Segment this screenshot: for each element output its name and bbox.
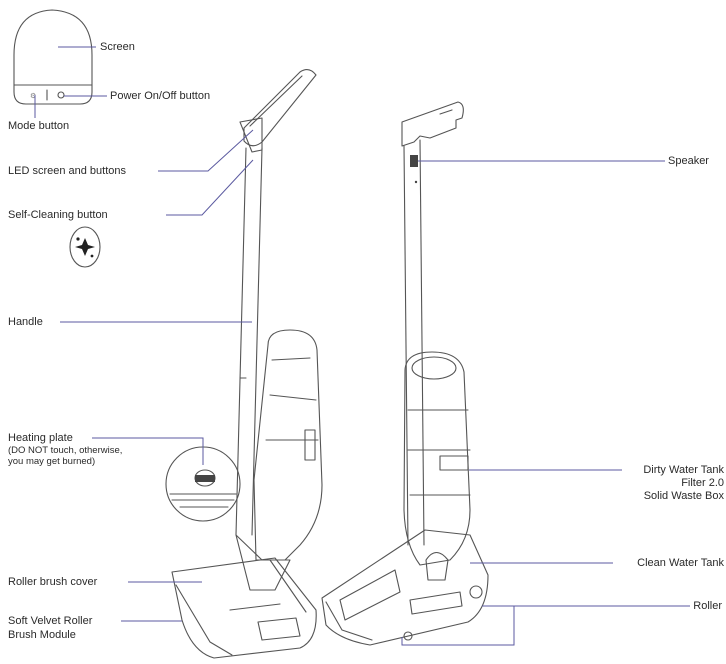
label-clean-water-tank: Clean Water Tank xyxy=(637,557,724,569)
leader-lines xyxy=(34,46,690,646)
label-solid-waste-box: Solid Waste Box xyxy=(643,490,724,502)
label-screen: Screen xyxy=(100,41,135,53)
label-roller: Roller xyxy=(693,600,722,612)
label-power-button: Power On/Off button xyxy=(110,90,211,102)
label-heating-plate: Heating plate xyxy=(8,432,73,444)
self-cleaning-icon xyxy=(69,226,101,268)
label-soft-velvet-1: Soft Velvet Roller xyxy=(8,615,93,627)
label-roller-brush-cover: Roller brush cover xyxy=(8,576,98,588)
label-heating-plate-note-2: you may get burned) xyxy=(8,456,96,467)
left-vacuum xyxy=(171,69,323,659)
svg-text:⚙: ⚙ xyxy=(30,92,36,100)
label-speaker: Speaker xyxy=(668,155,709,167)
label-mode-button: Mode button xyxy=(8,120,70,132)
label-dirty-water-tank: Dirty Water Tank xyxy=(643,464,724,476)
label-soft-velvet-2: Brush Module xyxy=(8,629,76,641)
label-handle: Handle xyxy=(8,316,43,328)
label-led-screen-buttons: LED screen and buttons xyxy=(8,165,127,177)
label-self-cleaning-button: Self-Cleaning button xyxy=(8,209,108,221)
right-vacuum xyxy=(321,101,489,646)
label-filter: Filter 2.0 xyxy=(681,477,724,489)
screen-inset: ⚙ xyxy=(13,9,93,105)
label-heating-plate-note-1: (DO NOT touch, otherwise, xyxy=(8,445,123,456)
